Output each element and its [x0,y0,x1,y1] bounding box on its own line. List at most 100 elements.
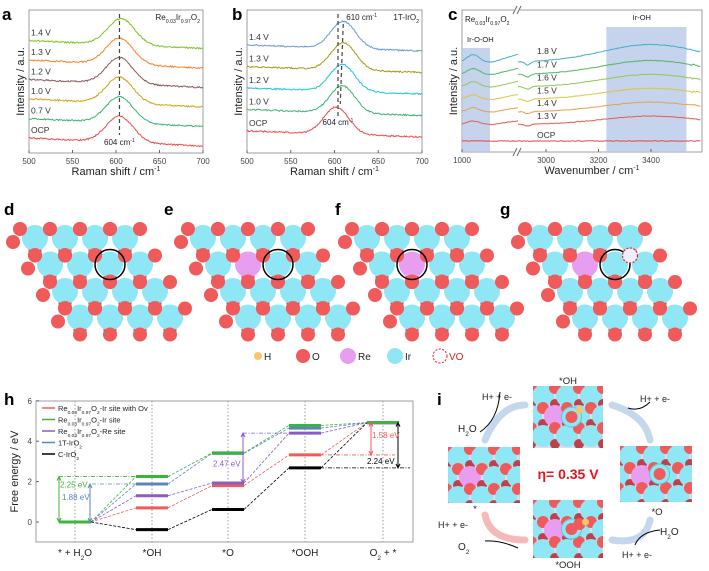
oxygen-atom [405,222,419,236]
axis-break-mark [516,147,522,157]
connector-line [243,425,290,454]
oxygen-atom [533,248,547,263]
iridium-atom [527,225,553,251]
spectrum-line [246,19,423,53]
cycle-arrow [608,401,654,444]
iridium-atom [580,425,602,447]
connector-line [90,507,137,523]
oxygen-atom [88,248,102,263]
spectrum-line [517,115,701,127]
iridium-atom [592,519,603,541]
iridium-atom [280,225,306,251]
iridium-atom [580,500,602,521]
oxygen-atom [43,275,57,289]
series-label: 1.0 V [31,86,51,96]
y-tick-label: 4 [28,437,33,446]
iridium-atom [483,466,505,488]
iridium-atom [459,251,485,278]
connector-line [90,495,137,523]
axis-break-mark [516,5,522,15]
oxygen-atom [58,248,72,263]
iridium-atom [557,225,583,251]
oxygen-atom [118,301,132,316]
oxygen-atom [241,327,255,342]
proton-out-arrow [627,401,651,410]
iridium-atom [82,278,108,304]
iridium-atom [632,304,658,331]
x-tick-label: 700 [196,157,210,166]
spectrum-line [517,87,701,103]
oxygen-atom [518,222,532,236]
y-axis-label: Intensity / a.u. [233,47,245,115]
series-label: 0.7 V [31,106,51,116]
oxygen-atom [43,222,57,236]
iridium-atom [604,499,626,521]
iridium-atom [471,486,493,503]
oxygen-atom [390,248,404,263]
oxygen-atom-lower [622,513,632,523]
iridium-atom [595,445,617,467]
slab-o [595,445,708,502]
connector-line [167,452,213,485]
iridium-atom [620,446,641,467]
iridium-atom [643,485,665,502]
iridium-atom [508,425,530,447]
sample-label: Re0.03Ir0.97O2 [465,15,510,27]
o2-label: O2 [458,542,470,556]
iridium-atom [429,251,455,278]
spectrum-line [517,140,701,142]
series-label: 1.8 V [537,46,557,56]
peak-annotation: 604 cm-1 [104,138,135,147]
oxygen-atom [512,483,520,495]
oxygen-atom [375,222,389,236]
iridium-atom [399,304,425,331]
oxygen-atom [524,463,536,475]
spectrum-line [28,95,204,128]
oxygen-atom [696,462,708,474]
x-tick-label: 1000 [453,156,471,165]
oxygen-atom [653,301,667,316]
oxygen-atom [163,275,177,289]
h2o-in-arrow [634,529,661,546]
iridium-atom [235,304,261,331]
connector-line [320,422,368,456]
iridium-atom [533,500,554,521]
panel-label-i: i [437,390,442,409]
rhenium-atom [572,251,598,278]
panel-label-d: d [4,200,14,219]
panel-label-a: a [2,5,12,24]
oxygen-atom [345,222,359,236]
oxygen-atom [383,314,397,329]
oxygen-atom [684,482,692,494]
oxygen-atom [133,222,147,236]
oxygen-atom [36,288,50,302]
atom-legend-icon-ir [387,348,403,364]
iridium-atom [429,304,455,331]
atom-legend-icon-re [340,348,356,364]
atom-legend-icon-o [296,349,310,363]
spectrum-line [517,43,701,66]
x-tick-label: 650 [372,157,386,166]
h2o-label: H2O [660,527,679,541]
panel-label-c: c [448,5,457,24]
oxygen-atom [536,483,548,495]
rhenium-atom [544,519,566,541]
oxygen-atom [286,248,300,263]
plot-frame-a [28,9,204,154]
oxygen-atom [103,222,117,236]
connector-line [320,422,368,469]
series-label: 1.4 V [249,32,269,42]
connector-line [167,452,213,477]
iridium-atom [448,447,469,468]
spectrum-line [517,73,701,90]
x-tick-label: 3000 [537,156,555,165]
y-axis-label: Intensity / a.u. [448,47,460,115]
oxygen-atom [608,275,622,289]
iridium-atom [295,251,321,278]
x-tick-label: *O [222,548,234,559]
h2o-label: H2O [458,424,477,438]
oxygen-atom [331,275,345,289]
adsorbed-hydrogen [582,518,589,526]
oxygen-atom [563,301,577,316]
